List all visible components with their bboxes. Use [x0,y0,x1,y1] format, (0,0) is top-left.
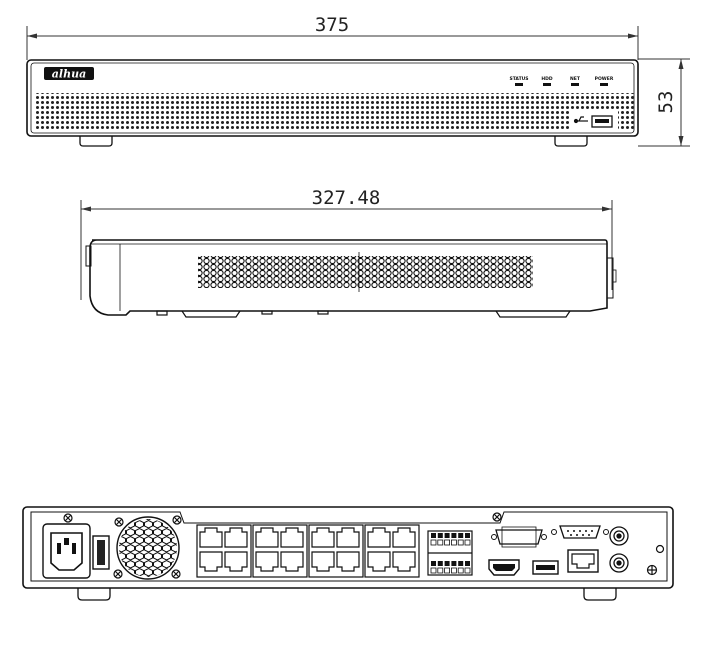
power-switch [92,535,110,570]
ethernet-port [336,551,360,572]
front-foot-right [554,136,588,147]
indicator-labels: STATUS HDD NET POWER [509,76,614,86]
audio-jacks [609,526,629,573]
side-view: 327.48 [80,187,617,318]
ethernet-port [255,551,279,572]
ethernet-port [199,551,223,572]
terminal-pin [437,533,444,546]
front-view: 375 53 alhua STATUS HDD NET POWER [26,14,690,147]
fan-grille [116,516,180,580]
terminal-pin [450,561,457,574]
terminal-pin [430,561,437,574]
indicator-power: POWER [595,76,614,82]
side-depth-label: 327.48 [312,187,381,209]
ethernet-port [367,551,391,572]
front-foot-left [79,136,113,147]
terminal-pin [457,533,464,546]
terminal-pin [450,533,457,546]
rear-view [22,506,674,601]
lan-port [567,549,599,573]
terminal-pin [457,561,464,574]
rear-screws [63,512,665,579]
hdmi-port [488,559,520,576]
alarm-terminals [427,530,473,576]
brand-logo: alhua [44,67,94,81]
indicator-hdd: HDD [541,76,553,82]
ethernet-port [280,551,304,572]
ethernet-port [224,551,248,572]
ethernet-port [367,527,391,548]
usb-icon [573,116,588,124]
ethernet-port [199,527,223,548]
terminal-pin [444,533,451,546]
vga-port [491,526,547,548]
ethernet-port [392,527,416,548]
side-feet [156,310,571,318]
ethernet-port [311,551,335,572]
terminal-pin [464,561,471,574]
terminal-pin [430,533,437,546]
terminal-pin [444,561,451,574]
indicator-net: NET [570,76,581,82]
terminal-pin [464,533,471,546]
ethernet-port [311,527,335,548]
ethernet-port [224,527,248,548]
side-depth-dimension [80,200,613,300]
front-width-label: 375 [315,14,349,36]
side-vent-grille [198,256,533,288]
front-vent-grille [34,93,634,131]
power-inlet [42,523,91,579]
rear-foot-right [583,588,617,601]
front-height-label: 53 [655,91,677,114]
brand-logo-text: alhua [52,68,86,81]
front-height-dimension [638,58,690,147]
rear-foot-left [77,588,111,601]
indicator-status: STATUS [509,76,528,82]
rear-usb-port [532,560,559,575]
ethernet-port [336,527,360,548]
ethernet-ports [196,524,420,578]
front-width-dimension [26,26,639,60]
terminal-pin [437,561,444,574]
ethernet-port [255,527,279,548]
serial-port [551,525,609,539]
ethernet-port [280,527,304,548]
ethernet-port [392,551,416,572]
